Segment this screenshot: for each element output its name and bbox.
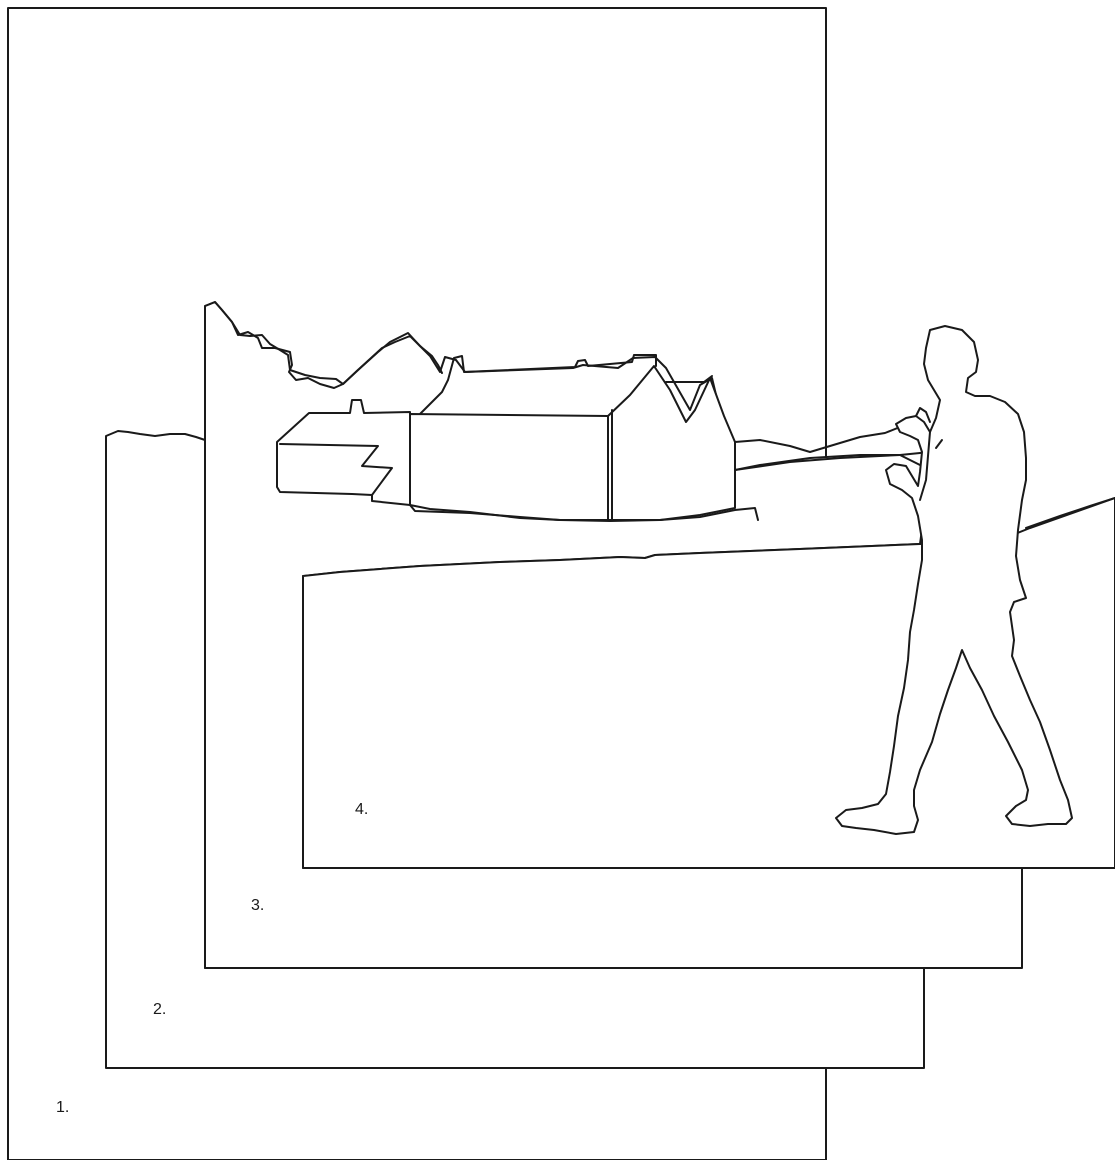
farmhouse-main xyxy=(409,413,609,521)
farmhouse-annex-notch xyxy=(279,443,393,496)
farmhouse-base xyxy=(409,504,759,522)
hedge-outline xyxy=(204,301,443,389)
layer-4-label: 4. xyxy=(355,801,368,818)
layer-3: 3. xyxy=(204,301,1023,969)
walking-person-outline xyxy=(835,325,1073,835)
layer-2-frame xyxy=(105,430,925,1069)
farmhouse-ridge xyxy=(611,375,713,521)
walking-person-arm xyxy=(919,431,943,501)
layer-3-label: 3. xyxy=(251,897,264,914)
walking-person-hand xyxy=(915,407,931,423)
hill-horizon xyxy=(734,451,931,471)
farmhouse-main-roof xyxy=(419,354,657,415)
layer-2-label: 2. xyxy=(153,1001,166,1018)
farmhouse-icon xyxy=(276,354,759,522)
walking-person-icon xyxy=(835,325,1073,835)
far-horizon-line xyxy=(1025,497,1115,529)
layer-2: 2. xyxy=(105,430,925,1069)
layer-1-label: 1. xyxy=(56,1099,69,1116)
